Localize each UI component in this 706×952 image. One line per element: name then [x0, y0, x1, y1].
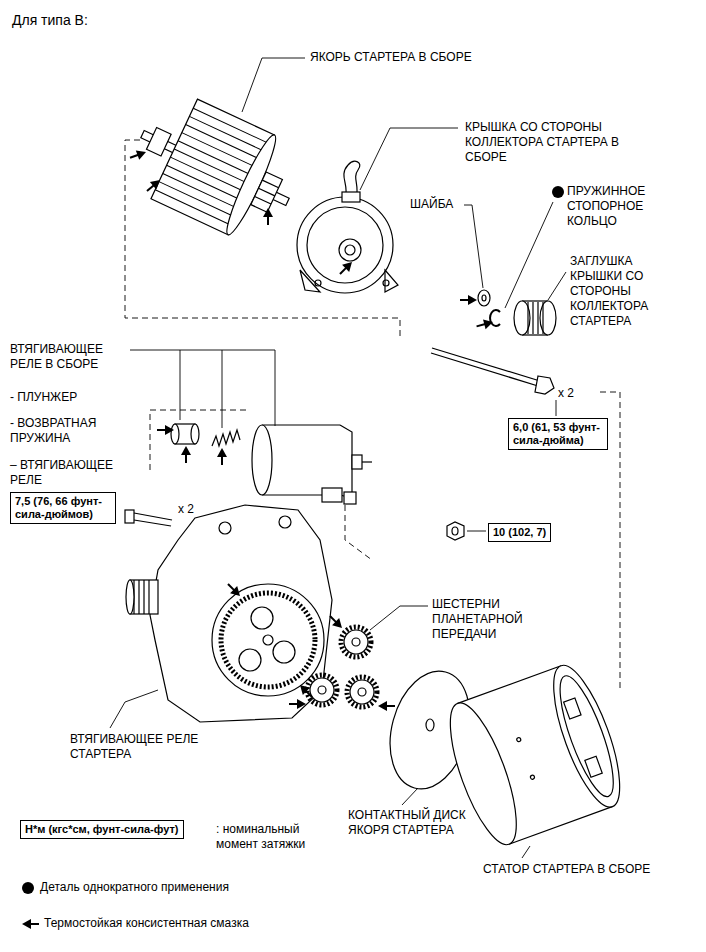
torque-box: Н*м (кгс*см, фунт-сила-фут)	[20, 820, 184, 839]
solenoid	[252, 425, 372, 504]
armature	[119, 84, 310, 251]
solenoid-bolt	[125, 510, 172, 526]
grease-mark	[128, 147, 494, 711]
part-label: ШАЙБА	[410, 197, 480, 212]
part-label: ШЕСТЕРНИ ПЛАНЕТАРНОЙ ПЕРЕДАЧИ	[432, 597, 542, 642]
torque-box: 10 (102, 7)	[488, 523, 551, 542]
torque-box: 7,5 (76, 66 фунт-сила-дюймов)	[10, 492, 116, 524]
part-label: СТАТОР СТАРТЕРА В СБОРЕ	[483, 862, 683, 877]
torque-value: 6,0 (61, 53 фунт-сила-дюйма)	[513, 421, 603, 447]
torque-value: 10 (102, 7)	[493, 526, 546, 539]
legend-dot	[22, 882, 34, 894]
drive-housing	[126, 505, 332, 722]
cover-plug	[514, 301, 556, 335]
part-label: ПРУЖИННОЕ СТОПОРНОЕ КОЛЬЦО	[567, 184, 667, 229]
part-label: – ВТЯГИВАЮЩЕЕ РЕЛЕ	[10, 458, 135, 488]
return-spring	[212, 430, 240, 446]
through-bolt	[431, 348, 554, 394]
torque-value: 7,5 (76, 66 фунт-сила-дюймов)	[15, 495, 111, 521]
stator	[437, 658, 633, 852]
commutator-end-cover	[297, 161, 398, 293]
single-use-mark	[552, 186, 564, 198]
part-label: ВТЯГИВАЮЩЕЕ РЕЛЕ СТАРТЕРА	[70, 732, 220, 762]
legend-arrow	[22, 919, 39, 929]
legend-text: : номинальный момент затяжки	[216, 822, 331, 852]
washer	[478, 290, 490, 306]
diagram-title: Для типа B:	[12, 12, 88, 29]
terminal-nut	[447, 522, 464, 540]
torque-box: 6,0 (61, 53 фунт-сила-дюйма)	[508, 418, 608, 450]
part-label: КОНТАКТНЫЙ ДИСК ЯКОРЯ СТАРТЕРА	[348, 808, 488, 838]
legend-text: Термостойкая консистентная смазка	[44, 916, 364, 931]
torque-value: Н*м (кгс*см, фунт-сила-фут)	[25, 823, 179, 836]
part-label: ЯКОРЬ СТАРТЕРА В СБОРЕ	[310, 50, 540, 65]
plunger	[171, 424, 199, 444]
part-label: x 2	[178, 502, 218, 517]
planetary-gears	[307, 627, 377, 707]
part-label: КРЫШКА СО СТОРОНЫ КОЛЛЕКТОРА СТАРТЕРА В …	[465, 120, 655, 165]
snap-ring	[490, 310, 500, 326]
legend-text: Деталь однократного применения	[40, 880, 360, 895]
part-label: ВТЯГИВАЮЩЕЕ РЕЛЕ В СБОРЕ	[10, 342, 135, 372]
part-label: x 2	[558, 386, 598, 401]
part-label: ЗАГЛУШКА КРЫШКИ СО СТОРОНЫ КОЛЛЕКТОРА СТ…	[570, 254, 670, 329]
part-label: - ВОЗВРАТНАЯ ПРУЖИНА	[10, 416, 135, 446]
part-label: - ПЛУНЖЕР	[10, 390, 135, 405]
